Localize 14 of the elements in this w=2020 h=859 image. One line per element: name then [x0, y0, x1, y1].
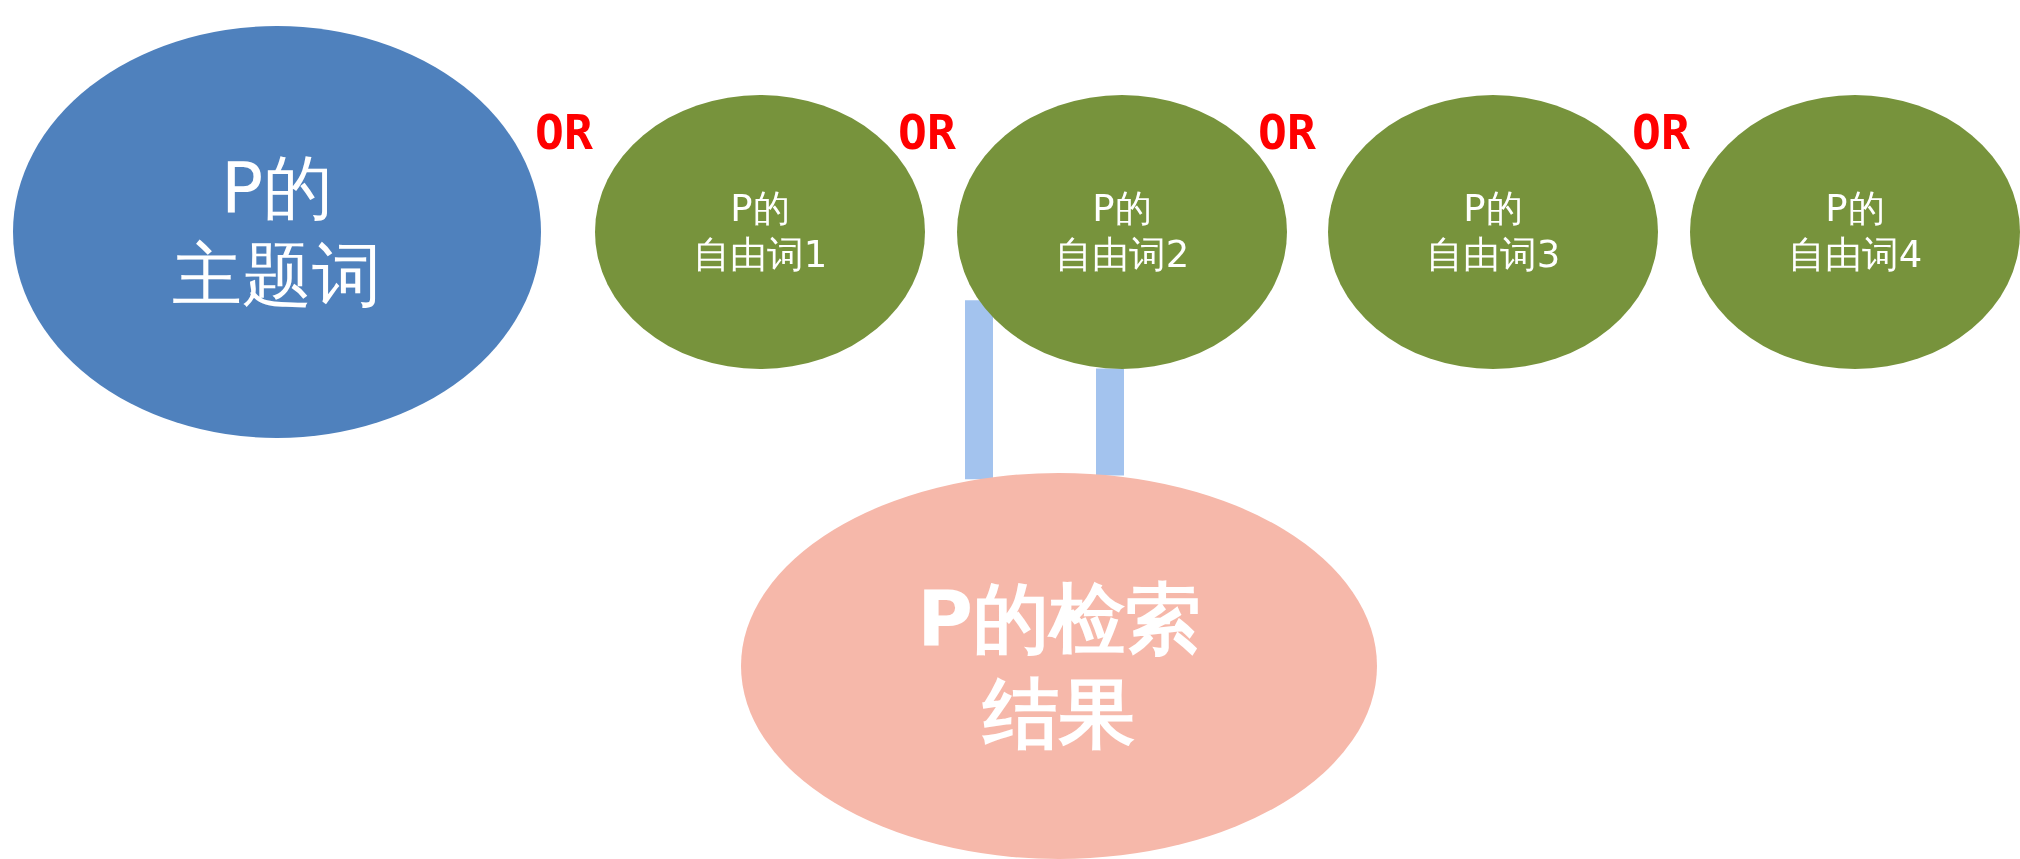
connector-bar [1096, 368, 1124, 476]
operator-label: OR [1258, 108, 1316, 156]
node-label: P的自由词3 [1425, 185, 1561, 278]
node-label: P的自由词4 [1787, 185, 1923, 278]
node-label: P的自由词2 [1054, 185, 1190, 278]
operator-label: OR [535, 108, 593, 156]
node-label: P的自由词1 [692, 185, 828, 278]
connector-bar [965, 300, 993, 480]
operator-label: OR [898, 108, 956, 156]
operator-label: OR [1632, 108, 1690, 156]
node-label: P的主题词 [172, 145, 382, 318]
ellipse-node [741, 473, 1377, 859]
node-label: P的检索结果 [917, 573, 1201, 760]
ellipse-node [1690, 95, 2020, 369]
